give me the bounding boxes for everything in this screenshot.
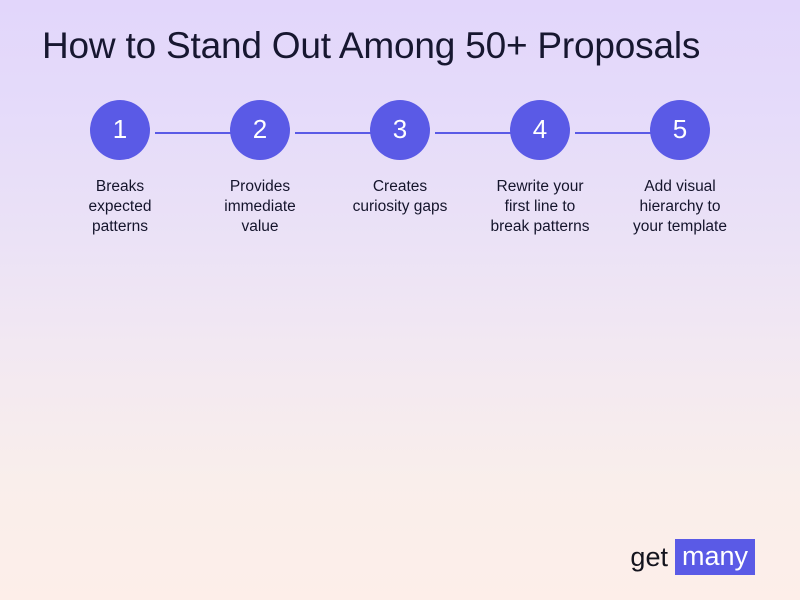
- step-caption: Breaks expected patterns: [88, 178, 152, 235]
- flow-step-1[interactable]: 1 Breaks expected patterns: [50, 95, 190, 237]
- page-title: How to Stand Out Among 50+ Proposals: [42, 25, 701, 66]
- step-number: 5: [672, 114, 688, 144]
- flow-step-3[interactable]: 3 Creates curiosity gaps: [330, 95, 470, 217]
- step-number: 2: [252, 114, 268, 144]
- step-circle[interactable]: 5: [650, 100, 710, 160]
- logo-word-many: many: [674, 539, 755, 575]
- step-circle[interactable]: 2: [230, 100, 290, 160]
- step-circle[interactable]: 1: [90, 100, 150, 160]
- step-caption: Creates curiosity gaps: [352, 178, 448, 215]
- brand-logo: get many: [630, 539, 755, 575]
- step-number: 3: [392, 114, 408, 144]
- step-number: 1: [112, 114, 128, 144]
- flow-step-4[interactable]: 4 Rewrite your first line to break patte…: [470, 95, 610, 237]
- flow-step-2[interactable]: 2 Provides immediate value: [190, 95, 330, 237]
- step-circle[interactable]: 4: [510, 100, 570, 160]
- step-caption: Rewrite your first line to break pattern…: [490, 178, 590, 235]
- step-circle[interactable]: 3: [370, 100, 430, 160]
- step-caption: Provides immediate value: [224, 178, 296, 235]
- process-flow-diagram: 1 Breaks expected patterns 2 Provides im…: [0, 95, 800, 255]
- flow-step-5[interactable]: 5 Add visual hierarchy to your template: [610, 95, 750, 237]
- step-number: 4: [532, 114, 548, 144]
- step-caption: Add visual hierarchy to your template: [633, 178, 727, 235]
- logo-word-get: get: [630, 542, 668, 572]
